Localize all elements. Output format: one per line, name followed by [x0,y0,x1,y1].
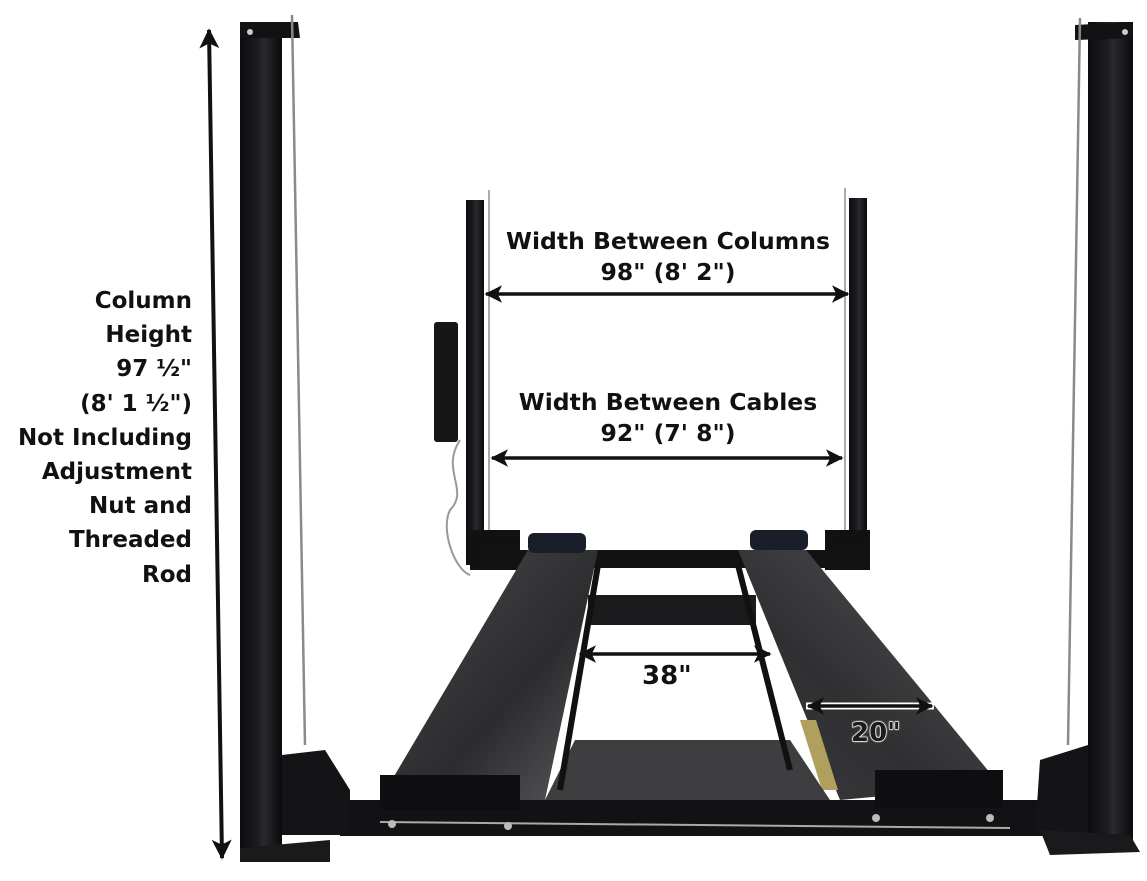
column-height-line: (8' 1 ½") [80,390,192,417]
width-between-columns-label: Width Between Columns 98" (8' 2") [490,226,846,288]
front-crossbeam [340,770,1060,836]
column-height-line: Nut and [89,493,192,520]
width-between-cables-value: 92" (7' 8") [600,419,736,447]
column-height-arrow [199,28,232,860]
width-between-columns-value: 98" (8' 2") [600,258,736,286]
runway-width-label: 20" [850,717,901,748]
column-height-line: Adjustment [41,459,192,486]
front-left-post [240,14,350,862]
left-runway [380,533,598,800]
center-frame [545,564,830,800]
column-height-line: Rod [142,561,192,588]
front-right-post [1035,17,1140,855]
width-between-cables-title: Width Between Cables [518,388,818,416]
column-height-line: Threaded [68,527,192,554]
column-height-line: 97 ½" [116,356,192,383]
inner-gap-label: 38" [642,661,692,691]
column-height-line: Not Including [17,424,192,451]
hydraulic-power-unit [434,322,471,576]
width-between-columns-title: Width Between Columns [506,227,830,255]
width-between-cables-label: Width Between Cables 92" (7' 8") [490,387,846,449]
column-height-line: Height [105,322,192,349]
right-runway [738,530,1000,800]
column-height-line: Column [94,288,192,314]
column-height-label: Column Height 97 ½" (8' 1 ½") Not Includ… [18,284,192,592]
